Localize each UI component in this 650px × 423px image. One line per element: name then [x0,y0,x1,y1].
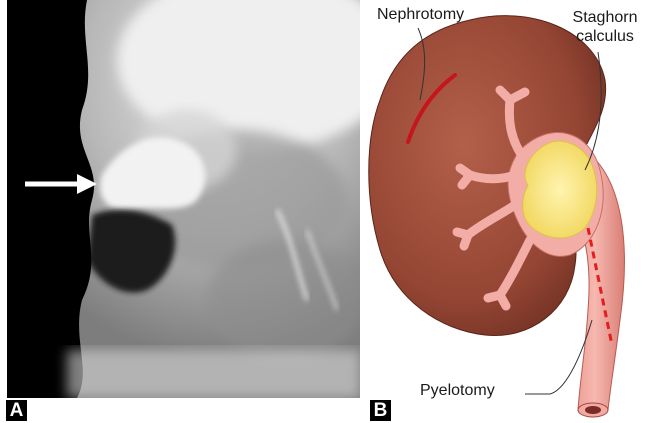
kidney-diagram-panel [360,0,650,423]
panel-letter-b: B [370,400,391,421]
radiograph-panel [7,0,360,398]
staghorn-calculus-label: Staghorn calculus [565,8,645,46]
radiograph-image [7,0,360,398]
staghorn-label-line2: calculus [565,27,645,46]
staghorn-label-line1: Staghorn [565,8,645,27]
nephrotomy-label: Nephrotomy [377,5,464,24]
staghorn-calculus [523,141,597,238]
pyelotomy-label: Pyelotomy [420,381,495,400]
panel-letter-a: A [6,400,27,421]
kidney-illustration [360,0,650,423]
